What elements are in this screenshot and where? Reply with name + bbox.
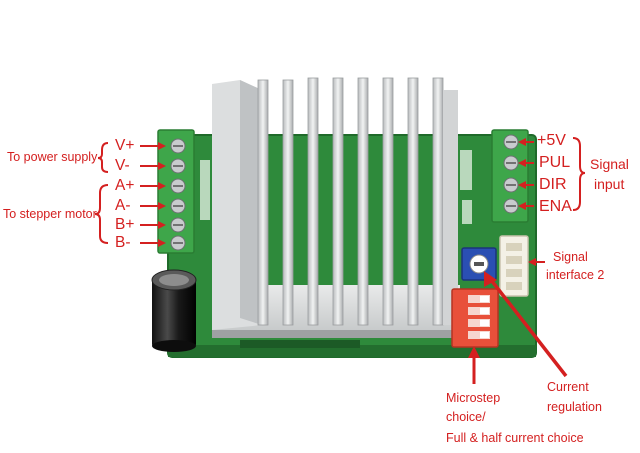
- label-pin-bplus: B+: [115, 216, 135, 233]
- label-pin-5v: +5V: [537, 132, 566, 149]
- label-current-regulation-line2: regulation: [547, 400, 602, 414]
- label-pin-dir: DIR: [539, 176, 567, 193]
- heatsink: [212, 77, 460, 338]
- label-pin-aminus: A-: [115, 197, 131, 214]
- label-microstep-line3: Full & half current choice: [446, 431, 584, 445]
- label-to-stepper-motor: To stepper motor: [3, 207, 97, 221]
- capacitor: [151, 269, 197, 352]
- signal-interface-connector: [499, 235, 529, 297]
- potentiometer: [461, 247, 497, 281]
- label-microstep-line1: Microstep: [446, 391, 501, 405]
- dip-switch: [451, 288, 499, 348]
- label-pin-vminus: V-: [115, 157, 130, 174]
- label-pin-bminus: B-: [115, 234, 131, 251]
- label-signal-input-line2: input: [594, 176, 625, 192]
- label-current-regulation-line1: Current: [547, 380, 589, 394]
- signal-terminal-block: [491, 129, 529, 223]
- label-pin-ena: ENA: [539, 198, 572, 215]
- label-pin-aplus: A+: [115, 177, 135, 194]
- label-microstep-line2: choice/: [446, 410, 486, 424]
- power-motor-terminal-block: [157, 129, 195, 254]
- label-to-power-supply: To power supply: [7, 150, 98, 164]
- label-signal-interface-line2: interface 2: [546, 268, 605, 282]
- label-signal-input-line1: Signal: [590, 156, 629, 172]
- label-pin-vplus: V+: [115, 137, 135, 154]
- arrowheads: [158, 138, 536, 358]
- label-pin-pul: PUL: [539, 154, 571, 171]
- label-signal-interface-line1: Signal: [553, 250, 588, 264]
